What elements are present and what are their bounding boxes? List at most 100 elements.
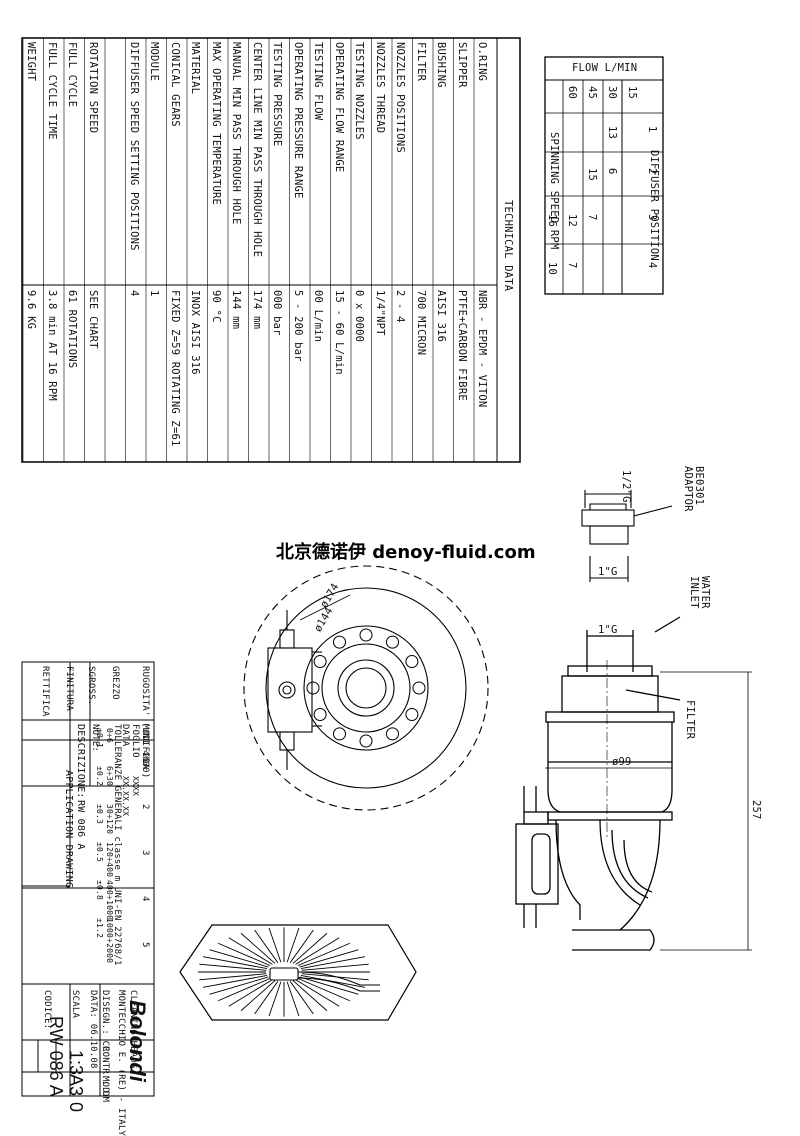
spray-ray [203, 974, 268, 988]
spray-ray [295, 937, 340, 965]
spray-ray [268, 927, 282, 963]
revision-value: 0 [66, 1102, 86, 1113]
spray-ray [209, 949, 269, 968]
tech-row-value: 15 - 60 L/min [332, 290, 345, 375]
tech-row-value: 4 [127, 290, 140, 297]
tech-row-value: AISI 316 [435, 290, 447, 343]
tech-row-label: OPERATING FLOW RANGE [332, 42, 345, 173]
title-foglio: FOGLIO [130, 724, 140, 758]
tech-row-label: MATERIAL [189, 42, 201, 95]
title-descrizione-label: DESCRIZIONE: [75, 724, 86, 799]
tech-row-label: CONICAL GEARS [168, 42, 181, 127]
tech-row-value: 00 L/min [312, 290, 324, 343]
diffuser-position-header: 1 [646, 126, 658, 133]
title-mod: MOD. [100, 1076, 110, 1099]
tech-row-value: 0 x 0000 [353, 290, 365, 343]
flow-value: 15 [626, 86, 638, 100]
tech-row-value: SEE CHART [86, 290, 99, 349]
tolerance-value: ±1.2 [95, 918, 104, 939]
spray-ray [297, 942, 351, 967]
company-logo-text: Bolondi [125, 1000, 150, 1082]
modifica-data-value: XXXX [131, 776, 140, 797]
adaptor-label: BE0301 ADAPTOR [682, 466, 705, 512]
flange-bolt [405, 655, 419, 668]
tech-row-label: WEIGHT [25, 42, 37, 82]
spray-ray [268, 981, 282, 1017]
tech-row-value: 1/4"NPT [373, 290, 386, 336]
tech-row-value: 61 ROTATIONS [66, 290, 78, 369]
spray-ray [300, 956, 365, 970]
title-sgross: SGROSS. [86, 666, 96, 706]
spray-ray [209, 976, 269, 995]
flange-bolt [359, 734, 373, 748]
tech-row-label: NOZZLES THREAD [373, 42, 386, 134]
thread-adaptor-bottom-label: 1"G [598, 566, 618, 578]
tolerance-value: ±0.3 [95, 804, 104, 825]
flow-value: 45 [586, 86, 598, 100]
spray-ray [299, 976, 359, 995]
flow-value: 30 [606, 86, 618, 100]
flange-bolt [333, 635, 346, 649]
flange-bolt [412, 681, 426, 695]
tech-row-label: TESTING PRESSURE [271, 42, 283, 147]
speed-cell: 13 [606, 126, 618, 140]
speed-cell: 15 [586, 168, 598, 182]
spray-ray [300, 974, 365, 988]
tolerance-value: ±0.8 [95, 880, 104, 901]
tech-row-value: 000 bar [271, 290, 283, 336]
tech-row-label: TESTING FLOW [312, 42, 324, 121]
title-rettifica: RETTIFICA [40, 666, 50, 717]
spray-ray [286, 981, 300, 1017]
tolerance-value: ±0.5 [95, 842, 104, 863]
tech-row-value: 144 mm [230, 290, 242, 330]
tolerance-range: 6÷30 [105, 766, 114, 787]
tech-row-value: PTFE+CARBON FIBRE [455, 290, 468, 401]
tech-row-label: NOZZLES POSITIONS [394, 42, 406, 153]
title-finitura: FINITURA [64, 666, 74, 711]
tech-row-label: FULL CYCLE TIME [45, 42, 58, 140]
tolerance-value: ±0.1 [95, 728, 104, 749]
tech-row-value: 2 - 4 [394, 290, 406, 323]
tech-row-value: 700 MICRON [414, 290, 427, 356]
speed-cell: 7 [566, 262, 578, 269]
spray-ray [217, 977, 271, 1002]
tech-row-label: FILTER [414, 42, 427, 82]
flange-bolt [313, 655, 327, 668]
spray-ray [228, 937, 273, 965]
title-data-label: DATA: 06.10.08 [88, 990, 98, 1069]
flange-bolt [386, 727, 399, 741]
spray-ray [289, 981, 314, 1015]
watermark: 北京德诺伊 denoy-fluid.com [272, 537, 540, 565]
spray-ray [292, 980, 328, 1012]
spray-ray [299, 949, 359, 968]
technical-data-title: TECHNICAL DATA [502, 200, 514, 292]
spray-ray [254, 929, 279, 963]
tech-row-label: ROTATION SPEED [86, 42, 99, 134]
tech-row-value: 5 - 200 bar [291, 290, 304, 362]
spray-ray [199, 963, 267, 971]
title-descrizione-line2: APPLICATION DRAWING [63, 770, 74, 889]
title-scala: SCALA [70, 990, 80, 1019]
tech-row-value: 3.8 min AT 16 RPM [45, 290, 58, 401]
modifica-data-value: XX.XX.XX [121, 776, 130, 817]
title-grezzo: GREZZO [110, 666, 120, 700]
flange-bolt [386, 635, 399, 649]
diffuser-header: DIFFUSER POSITION [648, 150, 660, 261]
spray-ray [203, 956, 268, 970]
spray-ray [254, 981, 279, 1015]
spray-ray [228, 979, 273, 1007]
tolerance-range: 400÷1000 [105, 880, 114, 921]
diameter-dimension: ø99 [612, 756, 632, 768]
spinning-label: SPINNING SPEED RPM [548, 132, 560, 250]
diffuser-position-header: 4 [646, 262, 658, 269]
flange-bolt [405, 708, 419, 721]
tech-row-label: TESTING NOZZLES [353, 42, 365, 140]
spray-ray [289, 929, 314, 963]
title-descrizione-line1: RW 086 A [75, 800, 86, 850]
tech-row-label: MANUAL MIN PASS THROUGH HOLE [230, 42, 242, 225]
flow-header: FLOW L/MIN [572, 62, 638, 74]
spray-ray [199, 973, 267, 981]
tech-row-label: MODULE [148, 42, 160, 82]
spray-ray [297, 977, 351, 1002]
